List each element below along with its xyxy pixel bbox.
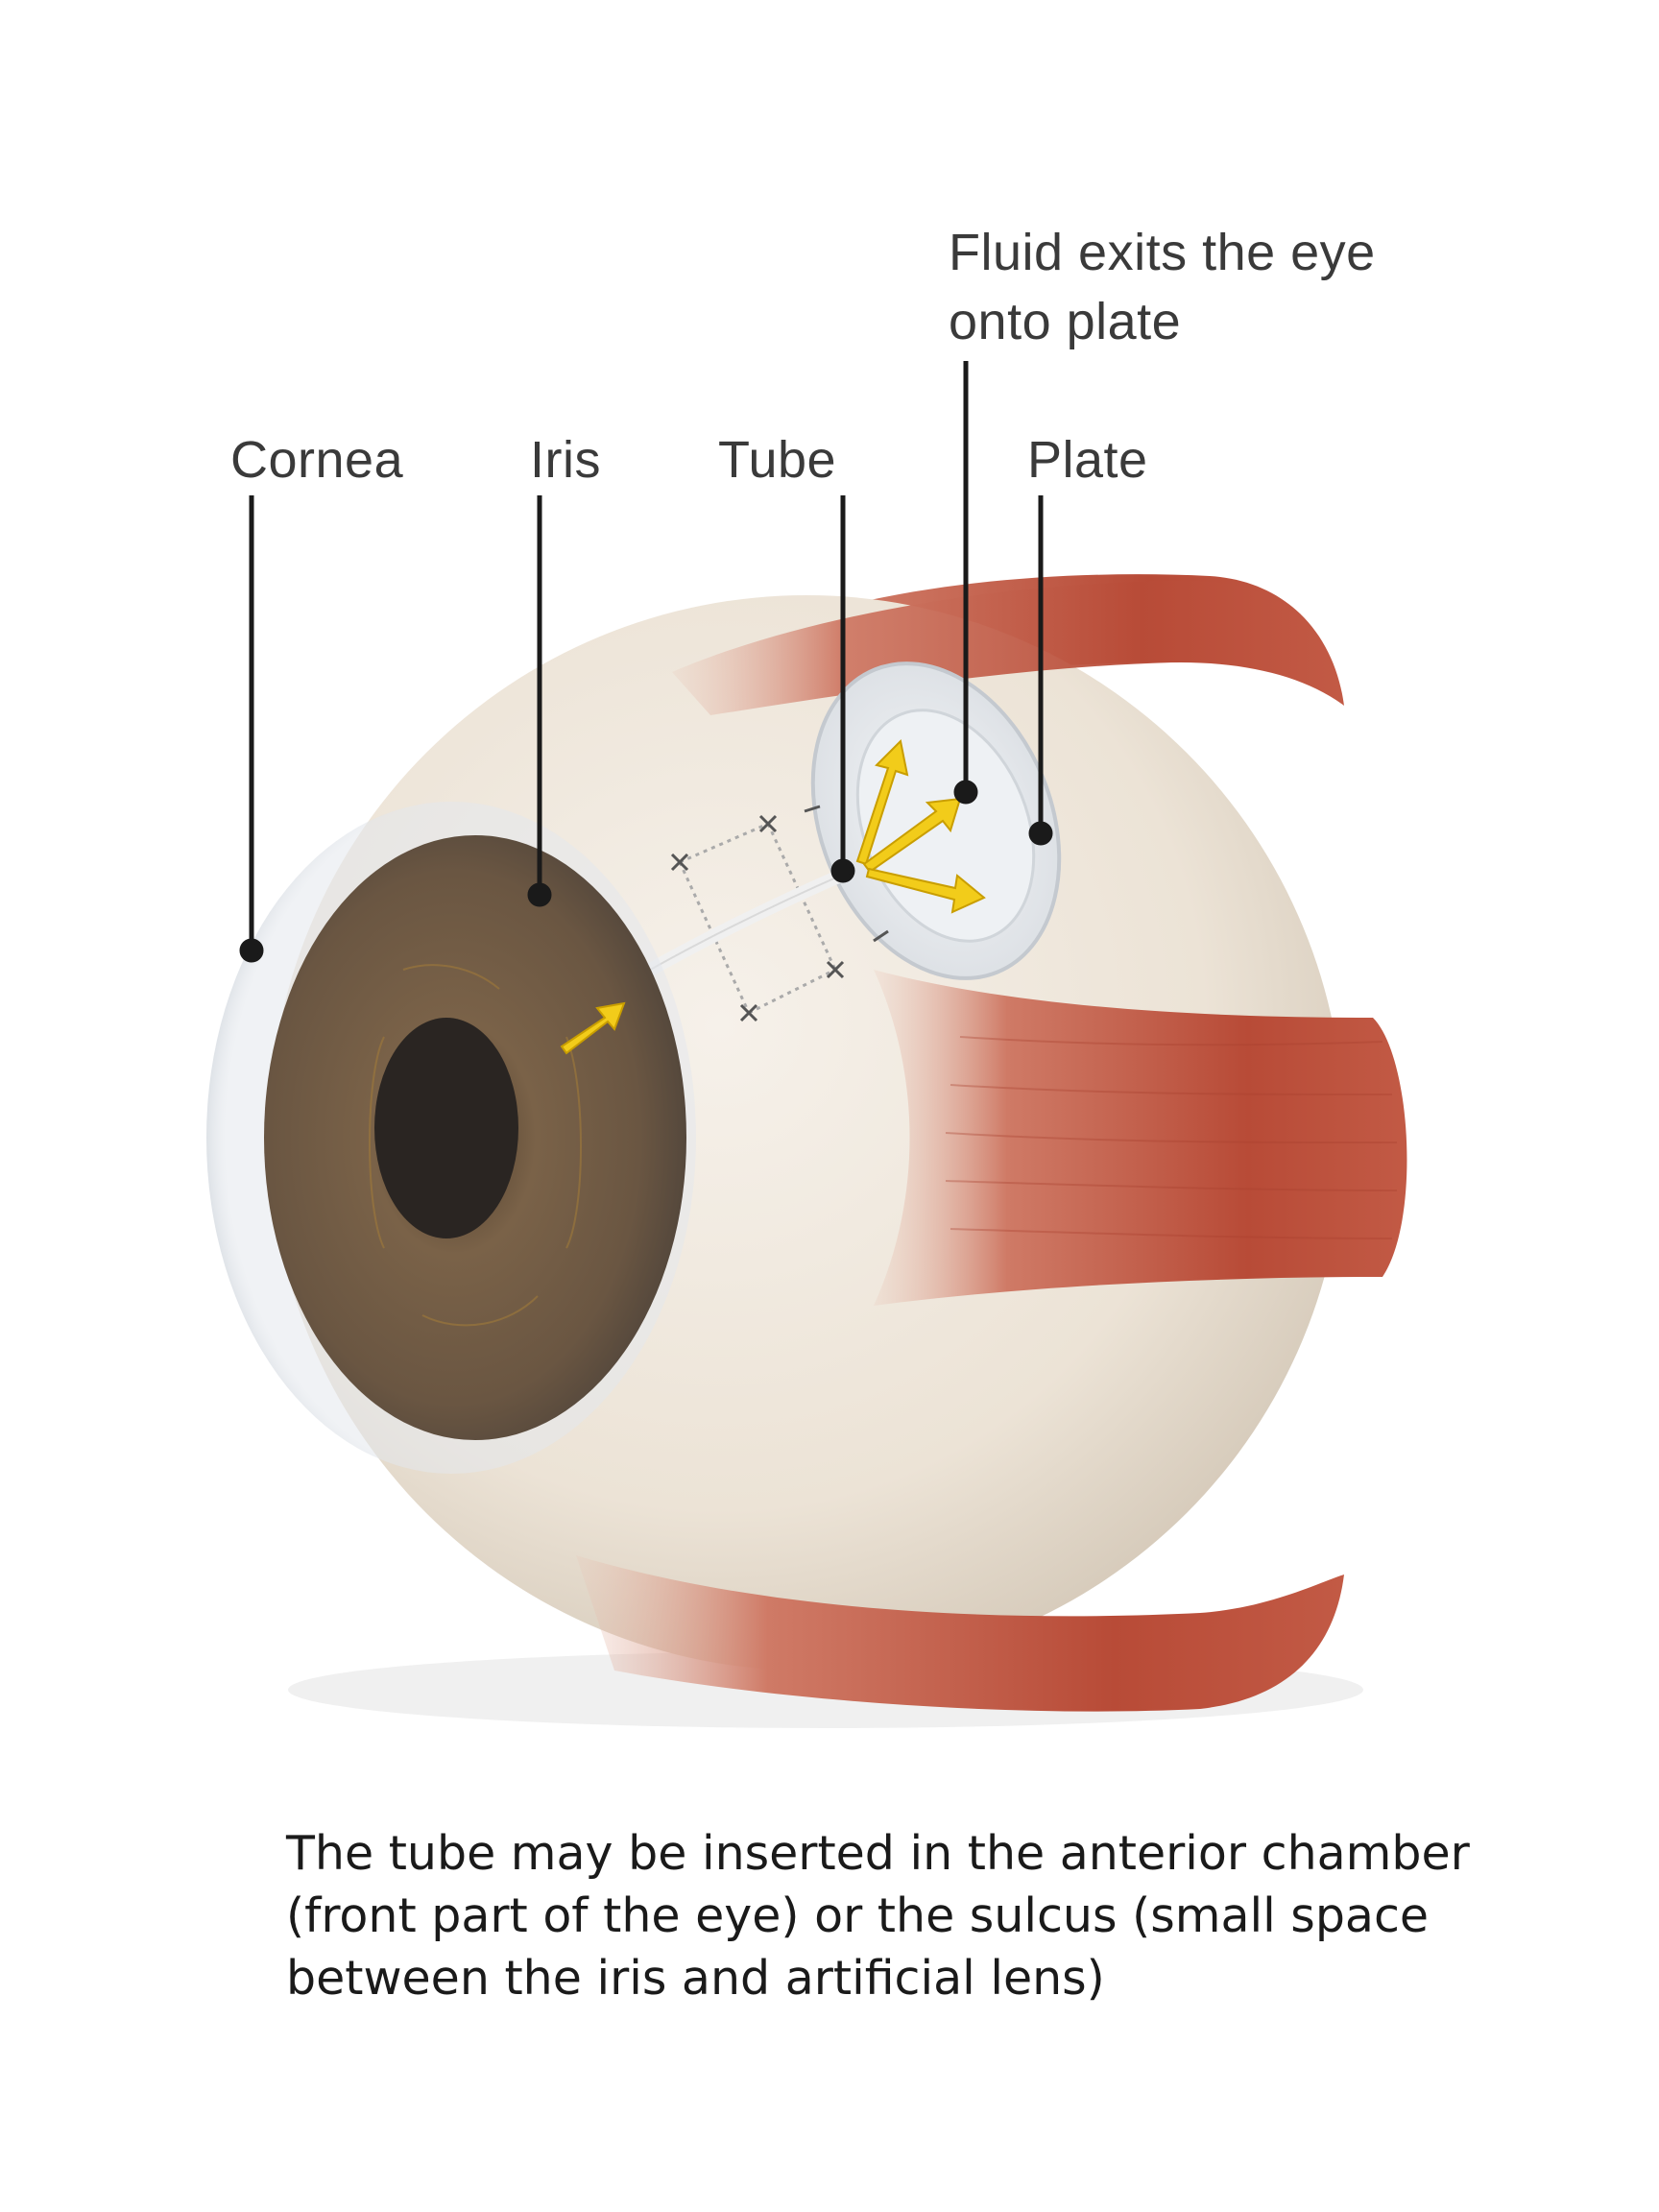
inferior-muscle <box>576 1555 1344 1712</box>
superior-muscle-front <box>672 581 1342 715</box>
label-fluid-line1: Fluid exits the eye <box>949 224 1376 281</box>
lateral-muscle-striations <box>945 1036 1398 1239</box>
label-plate: Plate <box>1027 431 1148 489</box>
label-iris: Iris <box>530 431 601 489</box>
label-tube: Tube <box>718 431 837 489</box>
sutures <box>670 805 889 1022</box>
lateral-muscle <box>874 970 1407 1306</box>
leader-lines <box>239 361 1053 963</box>
iris-texture <box>369 964 582 1327</box>
label-fluid-line2: onto plate <box>949 293 1182 350</box>
flow-arrows <box>560 738 986 1055</box>
caption: The tube may be inserted in the anterior… <box>286 1826 1470 2007</box>
pupil <box>374 1018 518 1238</box>
label-cornea: Cornea <box>230 431 404 489</box>
